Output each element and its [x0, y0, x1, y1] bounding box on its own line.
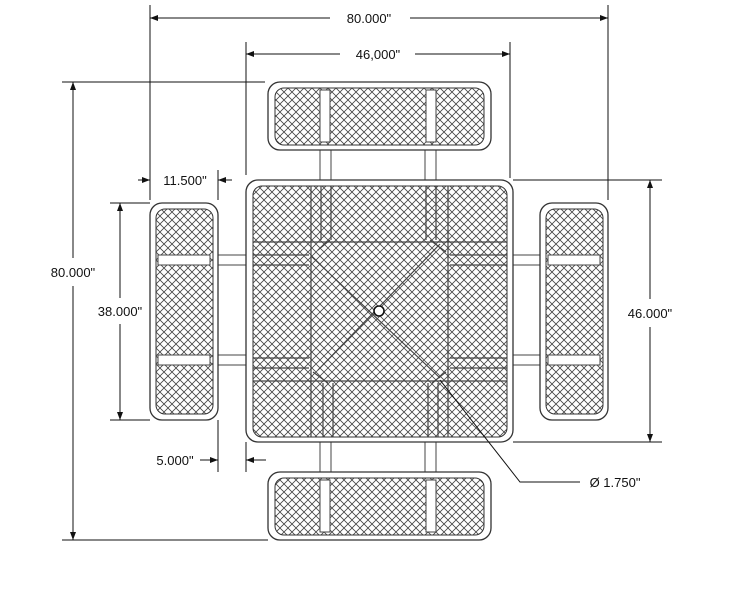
bench-right [539, 202, 609, 421]
bench-left [149, 202, 219, 421]
bench-bottom [267, 471, 492, 541]
table-top [245, 179, 514, 443]
dim-umbrella-hole: Ø 1.750" [590, 475, 641, 490]
dim-table-width: 46,000" [356, 47, 401, 62]
dim-overall-width: 80.000" [347, 11, 392, 26]
umbrella-hole [373, 305, 385, 317]
dim-table-depth: 46.000" [628, 306, 673, 321]
dim-bench-length: 38.000" [98, 304, 143, 319]
bench-top [267, 81, 492, 151]
dim-bench-depth: 11.500" [163, 173, 207, 188]
dim-overall-depth: 80.000" [51, 265, 96, 280]
dim-bench-gap: 5.000" [156, 453, 194, 468]
dimension-lines [62, 5, 662, 541]
